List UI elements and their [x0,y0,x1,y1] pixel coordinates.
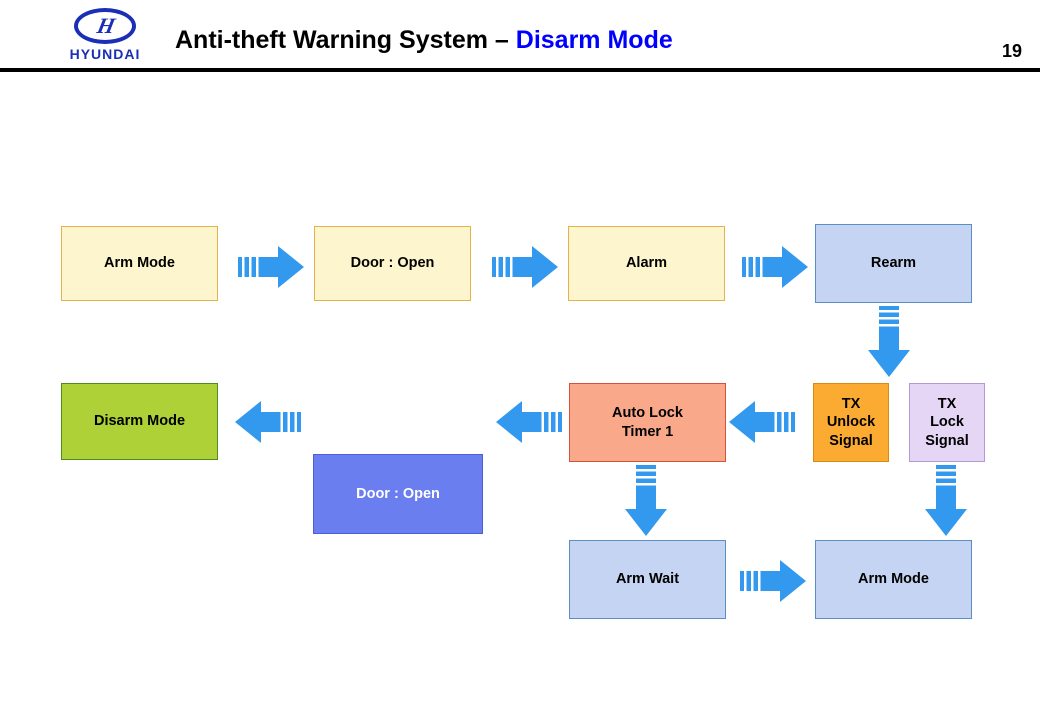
node-disarm-mode[interactable]: Disarm Mode [61,383,218,460]
arrow-left-auto-lock-to-door-open [496,400,562,444]
node-door-open-1[interactable]: Door : Open [314,226,471,301]
slide-header: H HYUNDAI Anti-theft Warning System – Di… [0,0,1040,72]
node-label: Arm Wait [615,571,680,588]
logo-oval-icon [74,8,136,44]
node-label: Arm Mode [104,255,175,272]
arrow-left-tx-unlock-to-auto-lock [729,400,795,444]
arrow-down-rearm-to-tx-unlock [866,306,912,378]
page-title-accent: Disarm Mode [515,26,673,54]
node-label: Rearm [870,255,917,272]
arrow-right-alarm-to-rearm [742,245,808,289]
node-label-line-1: Auto Lock [612,405,683,422]
arrow-down-auto-lock-to-arm-wait [623,465,669,537]
arrow-down-tx-lock-to-arm-mode [923,465,969,537]
node-label: Door : Open [356,485,440,502]
node-label-line-2: Unlock [826,414,876,431]
node-label: Door : Open [350,255,435,272]
node-label-line-2: Timer 1 [621,423,674,440]
arrow-right-door-open-to-alarm [492,245,558,289]
node-label: Arm Mode [858,571,929,588]
node-arm-mode-2[interactable]: Arm Mode [815,540,972,619]
header-divider [0,68,1040,72]
hyundai-logo: H HYUNDAI [57,8,153,62]
node-label-line-1: TX [937,396,957,413]
logo-wordmark: HYUNDAI [69,46,141,62]
node-door-open-2[interactable]: Door : Open [313,454,483,534]
flowchart-diagram: Arm Mode Door : Open Alarm Rearm [0,72,1040,720]
page-number: 19 [1001,41,1022,61]
node-alarm[interactable]: Alarm [568,226,725,301]
page-title-main: Anti-theft Warning System – [175,26,516,54]
arrow-left-door-open-to-disarm-mode [235,400,301,444]
logo-h-mark: H [94,13,116,38]
node-arm-wait[interactable]: Arm Wait [569,540,726,619]
node-label: Disarm Mode [93,413,186,430]
page-title: Anti-theft Warning System – Disarm Mode [175,26,875,55]
node-label: Alarm [625,255,668,272]
node-label-line-1: TX [841,396,861,413]
node-rearm[interactable]: Rearm [815,224,972,303]
arrow-right-arm-wait-to-arm-mode [740,559,806,603]
node-label-line-3: Signal [829,432,873,449]
node-label-line-3: Signal [925,432,969,449]
node-label-line-2: Lock [930,414,964,431]
node-arm-mode-1[interactable]: Arm Mode [61,226,218,301]
arrow-right-arm-mode-to-door-open [238,245,304,289]
